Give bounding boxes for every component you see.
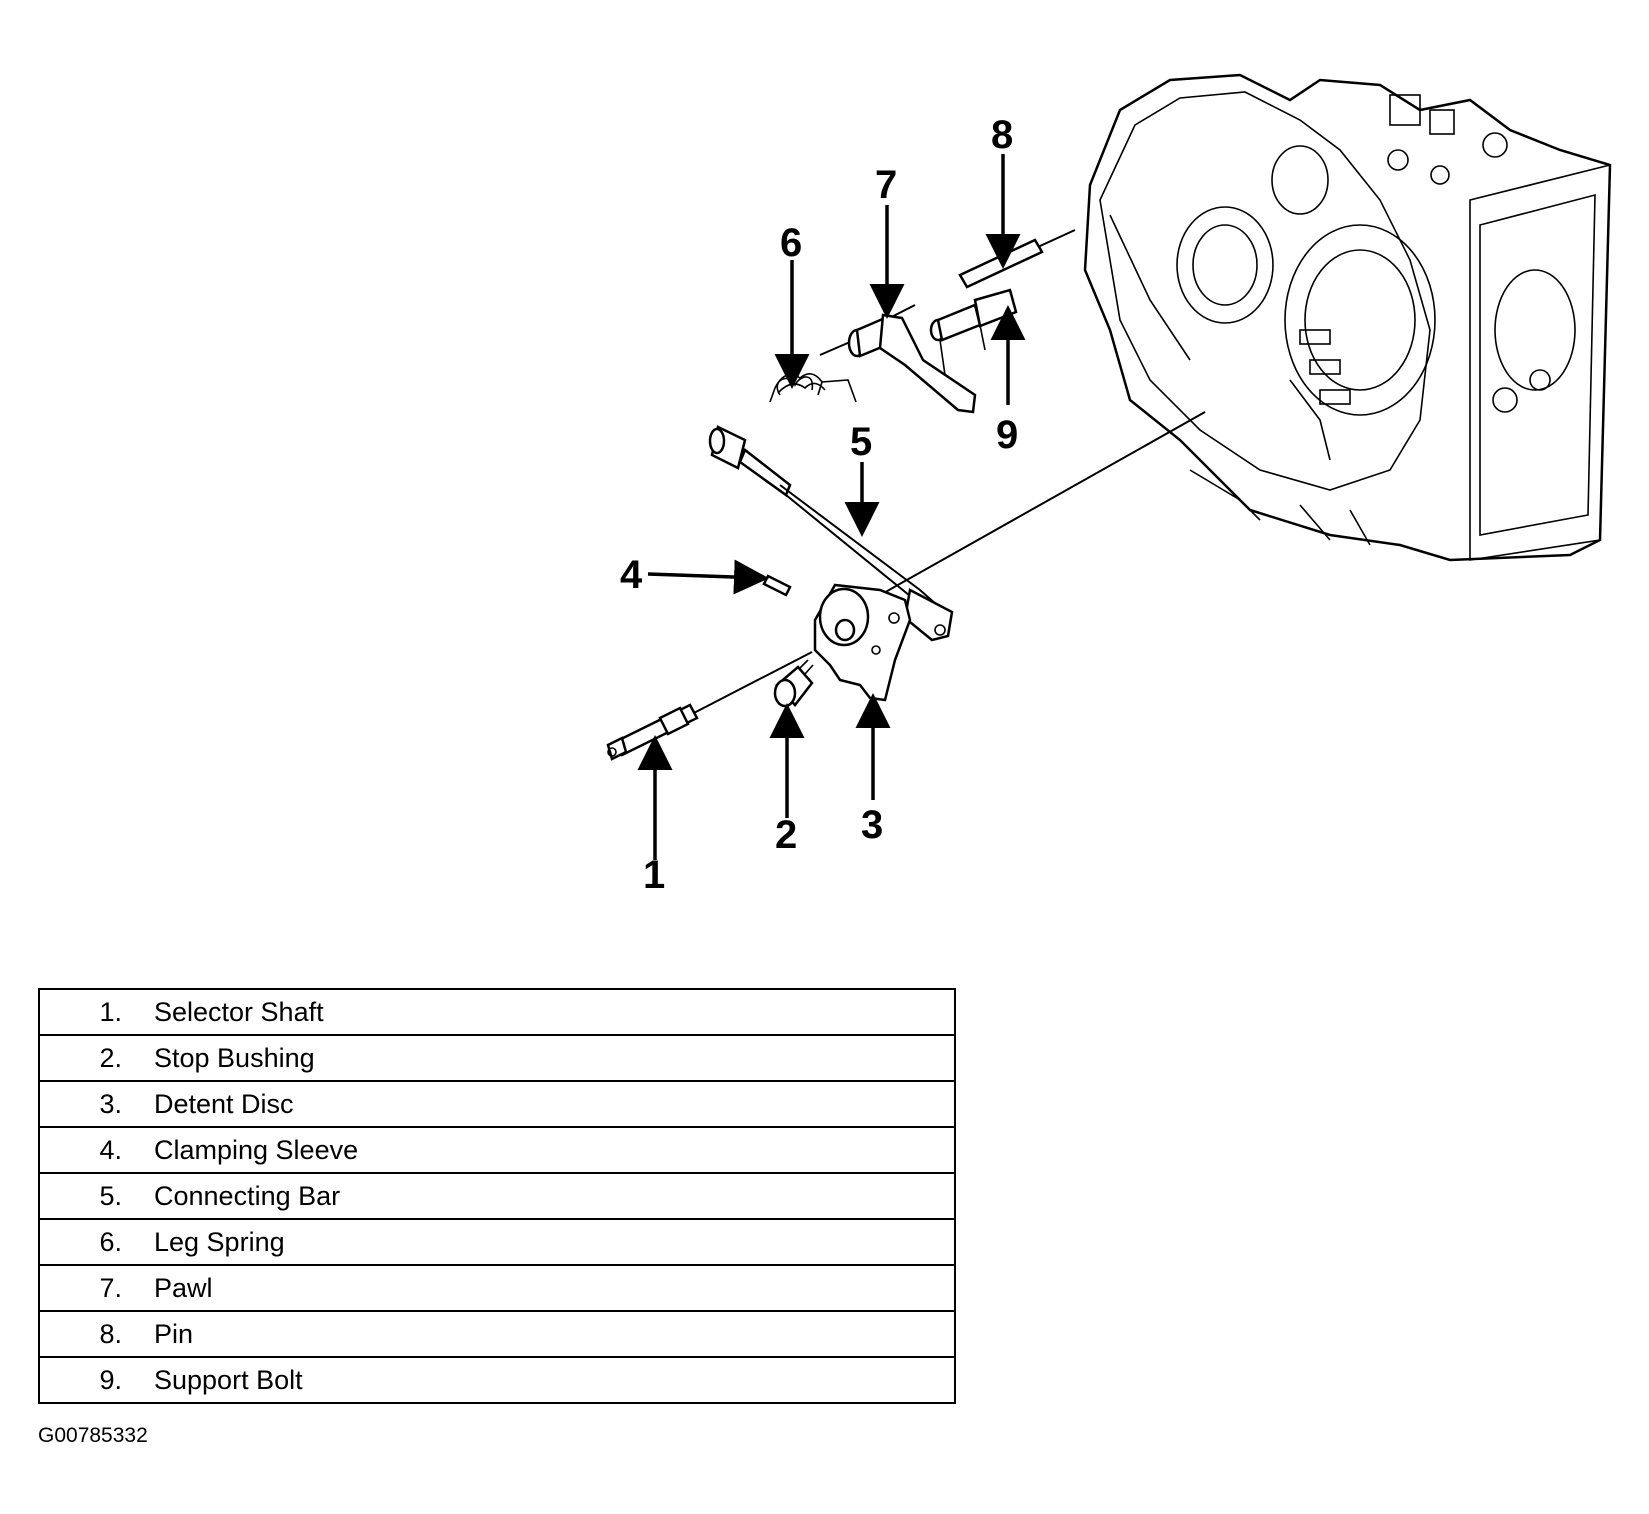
legend-row: 3. Detent Disc — [39, 1081, 955, 1128]
legend-number: 3. — [39, 1081, 134, 1128]
spring-axis-line — [819, 341, 851, 356]
legend-part-name: Selector Shaft — [134, 989, 955, 1036]
exploded-view-diagram: 1 2 3 4 5 6 7 8 9 — [606, 73, 1612, 897]
callout-1: 1 — [643, 853, 665, 897]
parts-legend-table: 1. Selector Shaft 2. Stop Bushing 3. Det… — [38, 988, 956, 1404]
legend-row: 6. Leg Spring — [39, 1219, 955, 1266]
pawl — [847, 313, 977, 414]
callout-3: 3 — [861, 803, 883, 847]
legend-number: 4. — [39, 1127, 134, 1174]
legend-row: 9. Support Bolt — [39, 1357, 955, 1404]
callout-7: 7 — [875, 163, 897, 207]
legend-part-name: Pawl — [134, 1265, 955, 1312]
callout-2: 2 — [775, 813, 797, 857]
callout-4: 4 — [620, 553, 643, 597]
legend-number: 2. — [39, 1035, 134, 1082]
legend-part-name: Stop Bushing — [134, 1035, 955, 1082]
legend-number: 5. — [39, 1173, 134, 1220]
callout-9: 9 — [996, 413, 1018, 457]
legend-part-name: Connecting Bar — [134, 1173, 955, 1220]
legend-row: 4. Clamping Sleeve — [39, 1127, 955, 1174]
legend-part-name: Detent Disc — [134, 1081, 955, 1128]
callout-5: 5 — [850, 420, 872, 464]
legend-row: 1. Selector Shaft — [39, 989, 955, 1036]
legend-number: 6. — [39, 1219, 134, 1266]
legend-number: 8. — [39, 1311, 134, 1358]
support-bolt — [929, 288, 1018, 376]
detent-disc — [813, 583, 912, 702]
legend-row: 2. Stop Bushing — [39, 1035, 955, 1082]
transmission-housing — [1083, 73, 1612, 562]
legend-row: 7. Pawl — [39, 1265, 955, 1312]
selector-shaft-axis-line — [689, 651, 813, 716]
leg-spring — [769, 373, 857, 403]
legend-row: 8. Pin — [39, 1311, 955, 1358]
legend-part-name: Support Bolt — [134, 1357, 955, 1404]
legend-part-name: Clamping Sleeve — [134, 1127, 955, 1174]
callout-8: 8 — [991, 113, 1013, 157]
legend-part-name: Pin — [134, 1311, 955, 1358]
stop-bushing — [773, 659, 814, 708]
legend-row: 5. Connecting Bar — [39, 1173, 955, 1220]
legend-number: 1. — [39, 989, 134, 1036]
legend-number: 9. — [39, 1357, 134, 1404]
callout-6: 6 — [780, 221, 802, 265]
clamping-sleeve — [762, 574, 792, 597]
legend-number: 7. — [39, 1265, 134, 1312]
figure-id: G00785332 — [38, 1424, 148, 1447]
callout-arrow-4 — [647, 559, 769, 595]
selector-shaft — [606, 703, 699, 761]
legend-part-name: Leg Spring — [134, 1219, 955, 1266]
pin — [958, 238, 1044, 289]
connecting-bar-axis-line — [849, 411, 1206, 613]
